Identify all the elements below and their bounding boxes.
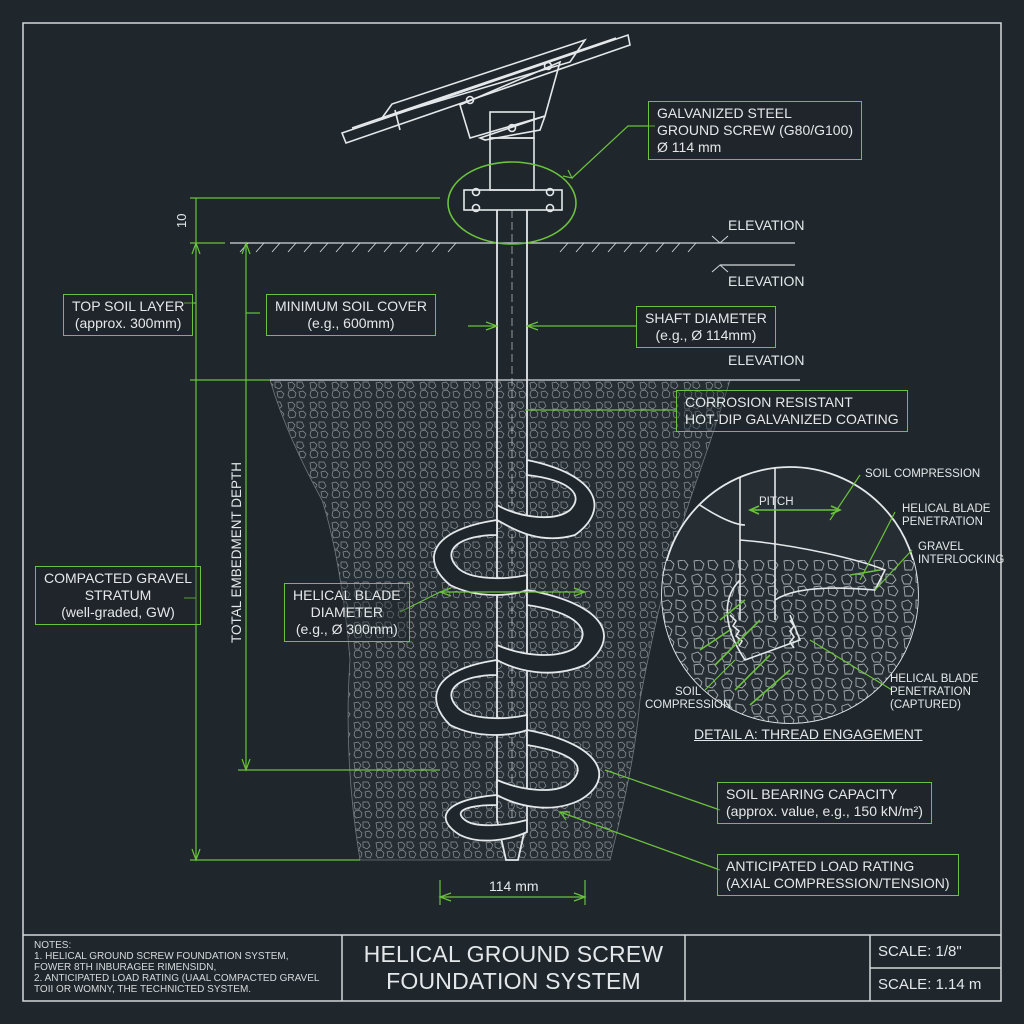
blade-pen-bottom-line-1: HELICAL BLADE [890, 673, 979, 685]
sheet-border [22, 22, 1002, 1002]
shaft-diameter-line-2: (e.g., Ø 114mm) [655, 327, 757, 343]
drawing-title-line-1: HELICAL GROUND SCREW [363, 941, 664, 967]
gravel-int-line-1: GRAVEL [918, 541, 964, 553]
notes-heading: NOTES: [34, 940, 72, 951]
load-line-2: (AXIAL COMPRESSION/TENSION) [726, 875, 950, 891]
gravel-line-1: COMPACTED GRAVEL [44, 570, 193, 586]
gravel-stratum [269, 379, 731, 861]
min-cover-line-2: (e.g., 600mm) [307, 315, 395, 331]
screw-spec-line-1: GALVANIZED STEEL [657, 105, 792, 121]
scale-label-2: SCALE: 1.14 m [878, 976, 982, 993]
helical-blade [433, 458, 605, 842]
corrosion-line-2: HOT-DIP GALVANIZED COATING [685, 411, 899, 427]
top-soil-line-1: TOP SOIL LAYER [72, 298, 185, 314]
blade-diameter-line-2: DIAMETER [310, 604, 383, 620]
shaft-diameter-callout: SHAFT DIAMETER (e.g., Ø 114mm) [636, 306, 776, 348]
elevation-label-2: ELEVATION [728, 273, 805, 289]
note-line-3: 2. ANTICIPATED LOAD RATING (UAAL COMPACT… [34, 973, 320, 984]
detail-soil-compression-top: SOIL COMPRESSION [865, 468, 981, 480]
screw-spec-callout: GALVANIZED STEEL GROUND SCREW (G80/G100)… [648, 101, 863, 160]
blade-diameter-callout: HELICAL BLADE DIAMETER (e.g., Ø 300mm) [284, 583, 410, 642]
detail-blade-penetration-bottom: HELICAL BLADE PENETRATION (CAPTURED) [890, 673, 978, 712]
drawing-title: HELICAL GROUND SCREW FOUNDATION SYSTEM [342, 941, 685, 995]
detail-title: DETAIL A: THREAD ENGAGEMENT [694, 726, 923, 742]
soil-comp-left-line-1: SOIL [675, 686, 702, 698]
bearing-line-2: (approx. value, e.g., 150 kN/m²) [726, 803, 923, 819]
drawing-title-line-2: FOUNDATION SYSTEM [386, 968, 641, 994]
notes-block: NOTES: 1. HELICAL GROUND SCREW FOUNDATIO… [34, 940, 319, 995]
top-soil-line-2: (approx. 300mm) [74, 315, 182, 331]
screw-spec-line-3: Ø 114 mm [657, 139, 722, 155]
elevation-label-1: ELEVATION [728, 217, 805, 233]
dimension-lines [184, 125, 721, 905]
gravel-line-2: STRATUM [84, 587, 152, 603]
connection-highlight [447, 161, 577, 245]
blade-diameter-line-1: HELICAL BLADE [293, 587, 401, 603]
soil-comp-left-line-2: COMPRESSION [645, 699, 732, 711]
gravel-line-3: (well-graded, GW) [61, 604, 175, 620]
detail-gravel-interlocking: GRAVEL INTERLOCKING [918, 541, 1004, 567]
gravel-int-line-2: INTERLOCKING [918, 554, 1005, 566]
detail-blade-penetration-top: HELICAL BLADE PENETRATION [902, 503, 990, 529]
top-soil-callout: TOP SOIL LAYER (approx. 300mm) [63, 294, 194, 336]
min-cover-callout: MINIMUM SOIL COVER (e.g., 600mm) [266, 294, 436, 336]
blade-diameter-line-3: (e.g., Ø 300mm) [295, 621, 398, 637]
bearing-line-1: SOIL BEARING CAPACITY [726, 786, 898, 802]
blade-pen-top-line-2: PENETRATION [902, 516, 983, 528]
dim-ten-label: 10 [174, 213, 189, 228]
load-rating-callout: ANTICIPATED LOAD RATING (AXIAL COMPRESSI… [717, 854, 959, 896]
shaft-diameter-line-1: SHAFT DIAMETER [645, 310, 767, 326]
total-depth-label: TOTAL EMBEDMENT DEPTH [229, 461, 244, 643]
solar-panel-bracket [340, 33, 631, 213]
min-cover-line-1: MINIMUM SOIL COVER [275, 298, 427, 314]
elevation-label-3: ELEVATION [728, 352, 805, 368]
base-width-label: 114 mm [489, 878, 539, 894]
detail-soil-compression-left: SOIL COMPRESSION [645, 686, 731, 712]
detail-pitch-label: PITCH [759, 496, 794, 508]
load-line-1: ANTICIPATED LOAD RATING [726, 858, 915, 874]
note-line-1: 1. HELICAL GROUND SCREW FOUNDATION SYSTE… [34, 951, 289, 962]
title-block-frame [23, 934, 1001, 1001]
corrosion-line-1: CORROSION RESISTANT [685, 394, 853, 410]
gravel-stratum-callout: COMPACTED GRAVEL STRATUM (well-graded, G… [35, 566, 202, 625]
blade-pen-top-line-1: HELICAL BLADE [902, 503, 991, 515]
bearing-capacity-callout: SOIL BEARING CAPACITY (approx. value, e.… [717, 782, 932, 824]
scale-label-1: SCALE: 1/8" [878, 943, 962, 960]
corrosion-callout: CORROSION RESISTANT HOT-DIP GALVANIZED C… [676, 390, 908, 432]
screw-spec-line-2: GROUND SCREW (G80/G100) [657, 122, 854, 138]
blade-pen-bottom-line-2: PENETRATION [890, 686, 971, 698]
blade-pen-bottom-line-3: (CAPTURED) [890, 699, 961, 711]
note-line-4: TOII OR WOMNY, THE TECHNICTED SYSTEM. [34, 984, 252, 995]
note-line-2: FOWER 8TH INBURAGEE RIMENSIDN, [34, 962, 217, 973]
